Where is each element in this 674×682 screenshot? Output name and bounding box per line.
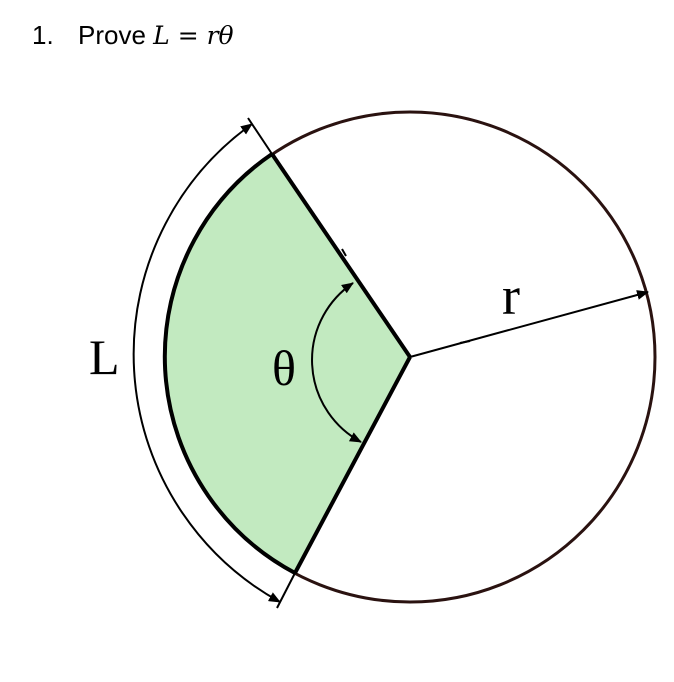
label-arc-length: L: [89, 329, 120, 385]
sector-radius-lower: [293, 356, 412, 574]
question-equation: L = rθ: [153, 21, 234, 50]
question-prefix: Prove: [78, 20, 154, 50]
arc-extension-top: [247, 117, 273, 155]
radius-arrow: [409, 290, 649, 358]
arc-length-dimension: [132, 123, 281, 603]
label-radius: r: [502, 266, 520, 326]
arc-extension-bottom: [276, 572, 296, 609]
label-angle: θ: [272, 340, 296, 396]
radius-tick-upper: [341, 248, 347, 257]
radius-arrow-tick: [459, 340, 471, 344]
radius-tick-lower: [339, 479, 345, 488]
sector-radius-upper: [270, 152, 412, 359]
angle-arc: [311, 282, 362, 443]
sector-boundary: [162, 152, 296, 575]
question-text: 1. Prove L = rθ: [32, 20, 234, 51]
question-number: 1.: [32, 20, 54, 50]
